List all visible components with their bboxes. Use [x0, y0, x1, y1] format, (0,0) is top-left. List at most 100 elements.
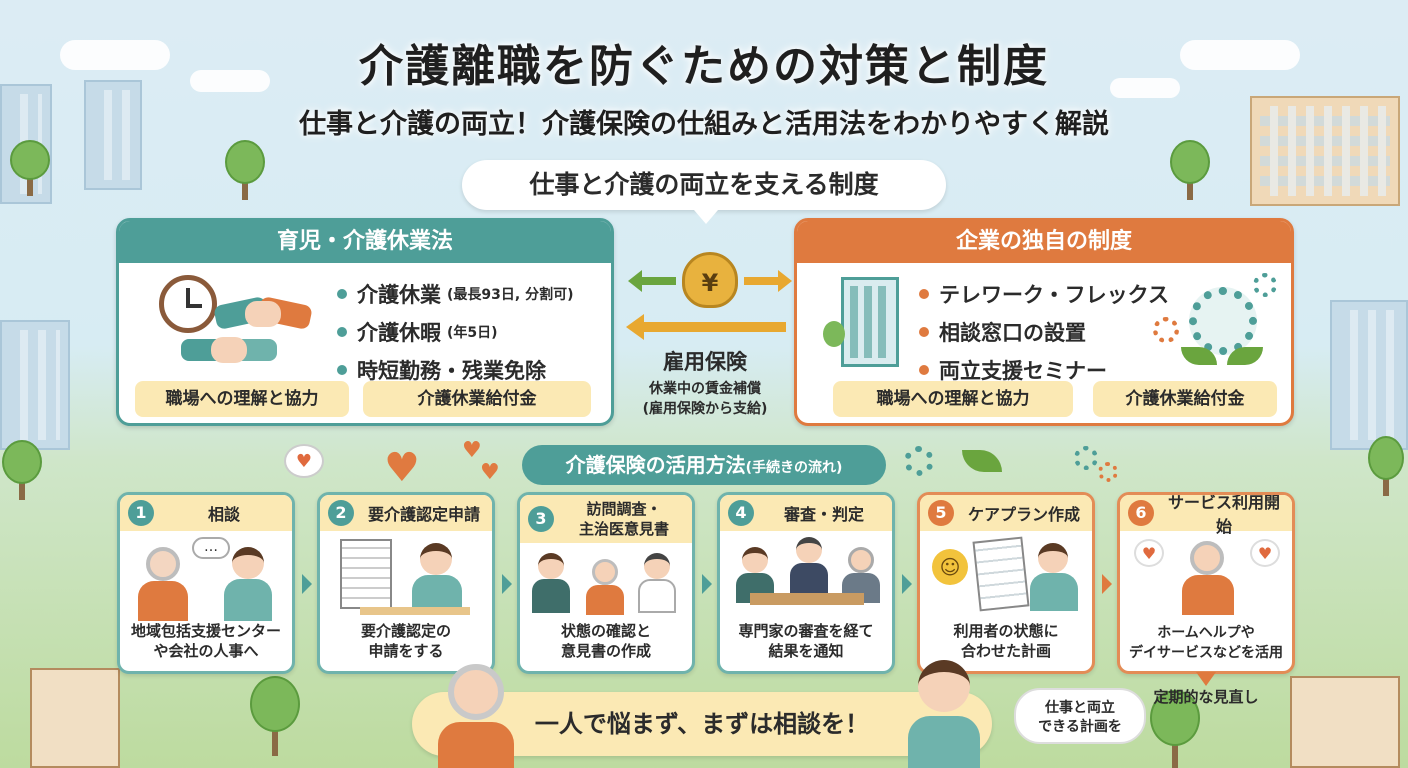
gear-icon: [1098, 462, 1118, 482]
house: [1290, 676, 1400, 768]
item-label: 時短勤務・残業免除: [357, 359, 546, 383]
checklist-icon: [972, 536, 1030, 612]
handshake-icon: [213, 279, 313, 349]
page-title: 介護離職を防ぐための対策と制度: [359, 41, 1049, 92]
arrow-down-icon: [1196, 672, 1216, 686]
step-desc-line: 意見書の作成: [560, 642, 651, 660]
application-illustration: [320, 531, 492, 621]
step-desc: 専門家の審査を経て結果を通知: [720, 621, 892, 661]
money-bag-icon: ¥: [682, 252, 738, 308]
step-desc: 要介護認定の申請をする: [320, 621, 492, 661]
house: [30, 668, 120, 768]
heart-icon: ♥: [384, 445, 420, 491]
step-head: 3 訪問調査・ 主治医意見書: [520, 495, 692, 543]
elderly-woman-illustration: [434, 664, 518, 768]
chevron-right-icon: [502, 574, 512, 594]
home-visit-illustration: [520, 543, 692, 623]
list-item: 介護休業 (最長93日, 分割可): [337, 279, 607, 309]
gear-icon: [1189, 287, 1257, 355]
step-desc-line: デイサービスなどを活用: [1129, 645, 1283, 661]
item-label: 相談窓口の設置: [939, 321, 1086, 345]
right-panel-header: 企業の独自の制度: [797, 221, 1291, 263]
yen-symbol: ¥: [701, 269, 719, 297]
consultation-illustration: …: [120, 531, 292, 621]
gear-icon: [1074, 446, 1098, 470]
heart-icon: ♥: [480, 460, 500, 485]
step-desc-line: 要介護認定の: [360, 622, 451, 640]
step-desc-line: 合わせた計画: [960, 642, 1051, 660]
step-desc-line: や会社の人事へ: [153, 642, 259, 660]
item-note: (年5日): [447, 325, 498, 341]
step-desc-line: 申請をする: [368, 642, 444, 660]
list-item: 時短勤務・残業免除: [337, 355, 607, 385]
step-title: 訪問調査・ 主治医意見書: [578, 500, 669, 538]
step-desc-line: 利用者の状態に: [953, 622, 1059, 640]
employment-insurance-desc: 休業中の賃金補償: [649, 381, 761, 397]
cloud: [190, 70, 270, 92]
arrow-left-icon: [628, 270, 676, 292]
building: [1250, 96, 1400, 206]
step-title: 相談: [207, 505, 240, 524]
step-desc-line: 専門家の審査を経て: [738, 622, 874, 640]
left-panel-header: 育児・介護休業法: [119, 221, 611, 263]
item-label: 介護休暇: [357, 321, 441, 345]
heart-icon: ♥: [462, 438, 482, 463]
gear-icon: [904, 446, 934, 476]
step-card-3: 3 訪問調査・ 主治医意見書 状態の確認と意見書の作成: [517, 492, 695, 674]
list-item: テレワーク・フレックス: [919, 279, 1169, 309]
step-desc-line: 結果を通知: [768, 642, 844, 660]
step-desc-line: ホームヘルプや: [1157, 625, 1255, 641]
chevron-right-icon: [1102, 574, 1112, 594]
chevron-right-icon: [902, 574, 912, 594]
item-label: 両立支援セミナー: [939, 359, 1107, 383]
item-label: 介護休業: [357, 283, 441, 307]
handshake-icon: [181, 331, 277, 371]
gear-icon: [1153, 317, 1179, 343]
arrow-right-icon: [744, 270, 792, 292]
staff-woman-illustration: [902, 660, 986, 768]
left-panel: 育児・介護休業法 介護休業 (最長93日, 分割可) 介護休暇 (年5日) 時短勤務…: [116, 218, 614, 426]
tag-workplace-support: 職場への理解と協力: [833, 381, 1073, 417]
item-note: (最長93日, 分割可): [447, 287, 574, 303]
step-title: ケアプラン作成: [967, 505, 1080, 524]
cloud: [1110, 78, 1180, 98]
step-desc: 状態の確認と意見書の作成: [520, 621, 692, 661]
steps-header-note: (手続きの流れ): [745, 460, 843, 476]
building: [84, 80, 142, 190]
step-number: 3: [528, 506, 554, 532]
steps-header-label: 介護保険の活用方法: [565, 453, 746, 477]
tag-care-leave-benefit: 介護休業給付金: [363, 381, 591, 417]
step-desc: 地域包括支援センターや会社の人事へ: [120, 621, 292, 661]
care-hands-icon: ♥: [1250, 539, 1280, 567]
tag-care-leave-benefit: 介護休業給付金: [1093, 381, 1277, 417]
service-start-illustration: ♥ ♥: [1120, 531, 1292, 621]
plan-bubble-line: 仕事と両立: [1045, 700, 1115, 716]
chevron-right-icon: [302, 574, 312, 594]
cloud: [60, 40, 170, 70]
step-desc: ホームヘルプやデイサービスなどを活用: [1120, 623, 1292, 663]
list-item: 介護休暇 (年5日): [337, 317, 607, 347]
left-panel-list: 介護休業 (最長93日, 分割可) 介護休暇 (年5日) 時短勤務・残業免除: [337, 279, 607, 393]
smiley-icon: ☺: [932, 549, 968, 585]
step-desc-line: 地域包括支援センター: [130, 622, 281, 640]
review-label: 定期的な見直し: [1153, 688, 1259, 706]
plan-bubble: 仕事と両立 できる計画を: [1014, 688, 1146, 744]
page-subtitle: 仕事と介護の両立！介護保険の仕組みと活用法をわかりやすく解説: [299, 109, 1109, 140]
step-number: 4: [728, 500, 754, 526]
plan-bubble-line: できる計画を: [1038, 719, 1122, 735]
building: [1330, 300, 1408, 450]
office-building-icon: [841, 277, 899, 367]
step-desc-line: 状態の確認と: [560, 622, 651, 640]
building: [0, 320, 70, 450]
step-number: 1: [128, 500, 154, 526]
heart-icon: ♥: [1134, 539, 1164, 567]
step-number: 6: [1128, 500, 1154, 526]
